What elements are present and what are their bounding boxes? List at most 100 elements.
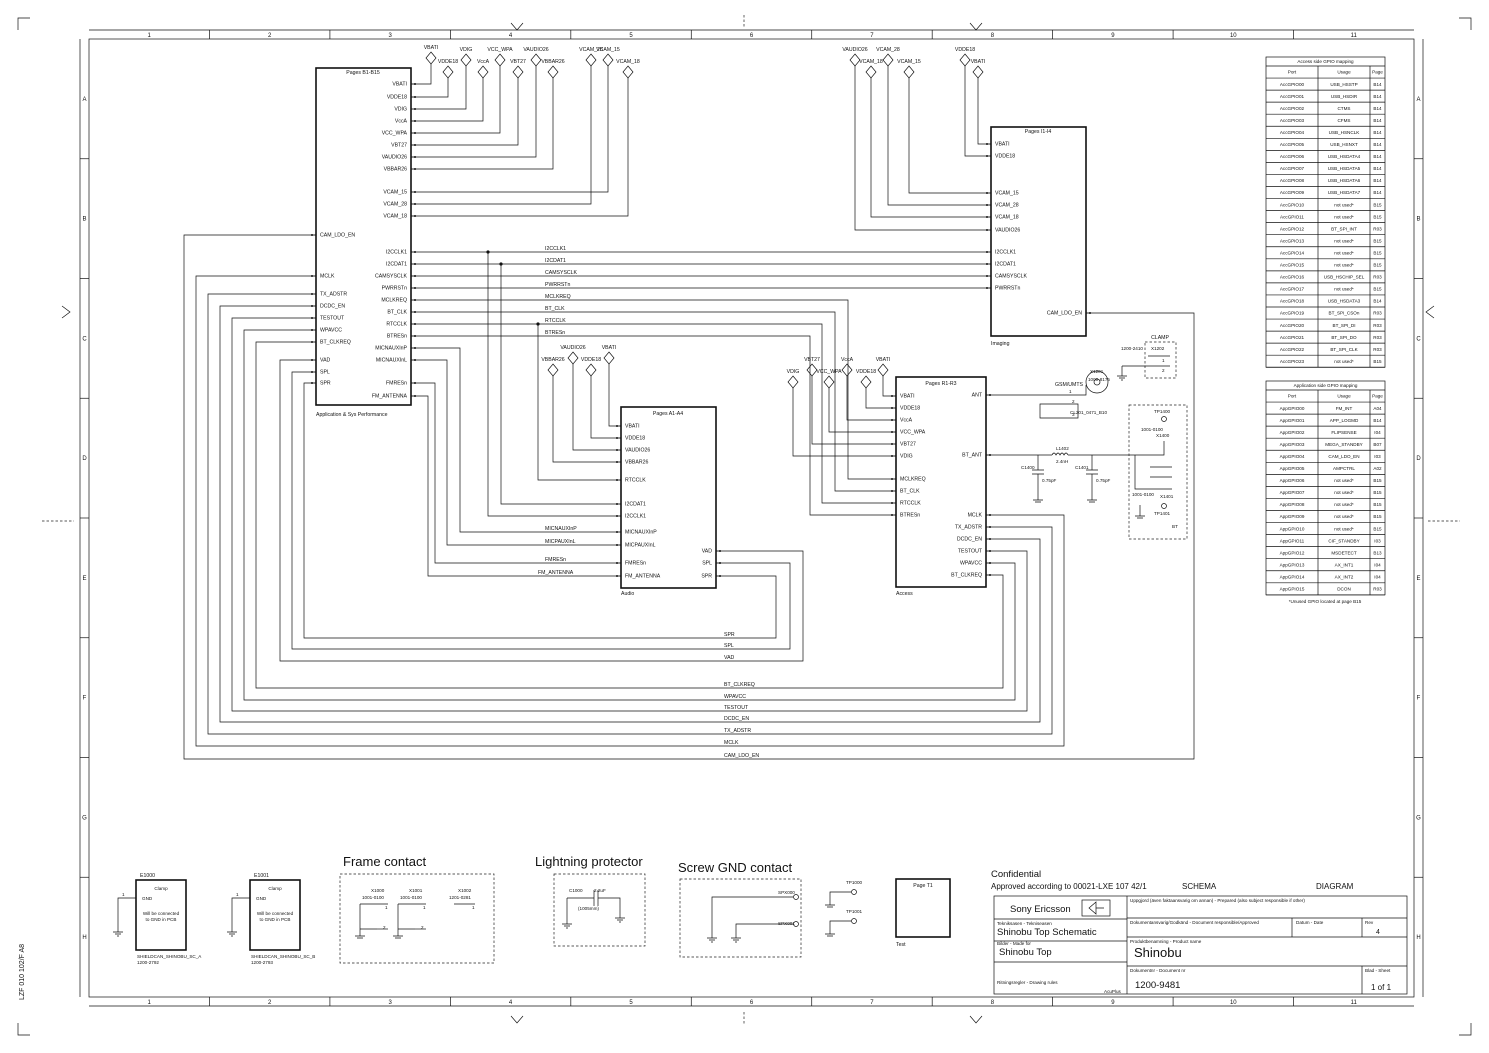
frame-pn-x1002: 1201-0281: [449, 895, 471, 900]
tbl-acc-cell: AccGPIO04: [1280, 130, 1305, 135]
acc-pin-rtcclk: RTCCLK: [900, 501, 921, 507]
block-test: Page T1 Test: [895, 878, 951, 948]
app-port-label-vbbar26: VBBAR26: [541, 59, 564, 65]
tb-designer-label: Tekniksasen - Tekniseasen: [997, 921, 1052, 926]
center-mark-bottom-right: [969, 1015, 983, 1024]
clamp-ref: X1202: [1151, 346, 1165, 351]
tbl-acc-cell: B14: [1373, 178, 1382, 183]
bt-label: BT: [1172, 524, 1178, 529]
tbl-acc-cell: R03: [1373, 347, 1382, 352]
tbl-acc-cell: AccGPIO18: [1280, 299, 1305, 304]
acc-pin-vcc-wpa: VCC_WPA: [900, 430, 926, 436]
tbl-acc-cell: AccGPIO20: [1280, 323, 1305, 328]
capacitor-c1400: [1032, 455, 1044, 503]
tbl-acc-cell: AccGPIO19: [1280, 311, 1305, 316]
test-block-title: Page T1: [913, 883, 933, 889]
tp-top: TP1400: [1154, 409, 1171, 414]
net-label-camsysclk: CAMSYSCLK: [545, 270, 578, 276]
tbl-acc-cell: R03: [1373, 323, 1382, 328]
tbl-acc-cell: B14: [1373, 190, 1382, 195]
img-port-label-vdde18: VDDE18: [955, 47, 975, 53]
tb-resp-label: Dokumentansvarig/Godkänd - Document resp…: [1130, 920, 1259, 925]
row-label-left: B: [82, 217, 86, 223]
tbl-app-cell: AMPCTRL: [1333, 466, 1355, 471]
img-port-vdde18: [959, 53, 971, 67]
tb-madefor-label: Bilder - Made for: [997, 941, 1031, 946]
img-port-vcam-15: [903, 65, 915, 79]
clamp-pn: 1200-2410: [1121, 346, 1143, 351]
net-label-fm-antenna: FM_ANTENNA: [538, 570, 574, 576]
app-port-label-vdig: VDIG: [460, 47, 473, 53]
tbl-app-cell: B14: [1373, 418, 1382, 423]
tb-sheet: 1 of 1: [1371, 983, 1392, 992]
inter-block-nets: I2CCLK1I2CDAT1CAMSYSCLKPWRRSTnMCLKREQBT_…: [183, 234, 1195, 760]
app-pin-spl: SPL: [320, 370, 330, 376]
aud-pin-vbbar26: VBBAR26: [625, 460, 648, 466]
acc-pin-bt-clkreq: BT_CLKREQ: [951, 573, 982, 579]
tbl-app-cell: AppGPIO03: [1280, 442, 1305, 447]
imaging-block-title: Pages I1-I4: [1025, 129, 1052, 135]
tbl-acc-cell: not used*: [1334, 250, 1354, 255]
row-label-right: E: [1416, 576, 1420, 582]
acc-pin-vbati: VBATI: [900, 394, 915, 400]
frame-contact-title: Frame contact: [343, 854, 426, 869]
aud-port-label-vbbar26: VBBAR26: [541, 357, 564, 363]
tbl-app-cell: I03: [1374, 538, 1381, 543]
img-pin-vcam-18: VCAM_18: [995, 215, 1019, 221]
tbl-app-cell: AppGPIO04: [1280, 454, 1305, 459]
tbl-app-cell: AppGPIO05: [1280, 466, 1305, 471]
tbl-acc-cell: AccGPIO14: [1280, 250, 1305, 255]
tbl-acc-cell: not used*: [1334, 287, 1354, 292]
tbl-app-cell: FLIPSENSE: [1331, 430, 1356, 435]
tbl-acc-header: Page: [1372, 70, 1383, 75]
tbl-app-cell: AX_INT1: [1335, 562, 1354, 567]
app-port-vcam-28: [585, 53, 597, 67]
aud-pin-fm-antenna: FM_ANTENNA: [625, 574, 661, 580]
net-label-fmresn: FMRESn: [545, 557, 566, 563]
app-pin-i2cclk1: I2CCLK1: [386, 250, 407, 256]
acc-pin-bt-ant: BT_ANT: [962, 453, 983, 459]
row-label-right: F: [1417, 696, 1421, 702]
tbl-acc-cell: B14: [1373, 94, 1382, 99]
app-port-vaudio26: [530, 53, 542, 67]
l-val: 2.4nH: [1056, 459, 1068, 464]
aud-pin-i2cclk1: I2CCLK1: [625, 514, 646, 520]
tbl-app-cell: I03: [1374, 454, 1381, 459]
center-mark-top-left: [510, 22, 524, 31]
tbl-acc-cell: not used*: [1334, 202, 1354, 207]
row-label-right: C: [1416, 336, 1421, 342]
acc-pin-ant: ANT: [972, 393, 983, 399]
net-label-testout: TESTOUT: [724, 705, 749, 711]
cap-val: 2.2uF: [594, 888, 606, 893]
acc-pin-mclk: MCLK: [968, 513, 983, 519]
power-ports: VBATIVDDE18VDIGVccAVCC_WPAVBT27VAUDIO26V…: [411, 45, 991, 463]
tbl-acc-cell: B14: [1373, 154, 1382, 159]
net-label-bt-clkreq: BT_CLKREQ: [724, 682, 755, 688]
aud-pin-i2cdat1: I2CDAT1: [625, 502, 646, 508]
tbl-acc-cell: AccGPIO05: [1280, 142, 1305, 147]
frame-pin1: 1: [385, 905, 388, 910]
col-label-top: 10: [1230, 33, 1237, 39]
app-pin-dcdc-en: DCDC_EN: [320, 304, 345, 310]
app-block-title: Pages B1-B15: [346, 70, 380, 76]
app-port-label-vcc-wpa: VCC_WPA: [487, 47, 513, 53]
coupler-label: CL201_0471_B10: [1070, 410, 1107, 415]
tb-madefor: Shinobu Top: [999, 947, 1052, 958]
aud-port-vbbar26: [547, 363, 559, 377]
tbl-app-cell: not used*: [1334, 526, 1354, 531]
acc-port-label-vdig: VDIG: [787, 369, 800, 375]
aud-port-vbati: [603, 351, 615, 365]
net-label-i2cclk1: I2CCLK1: [545, 246, 566, 252]
tbl-app-cell: AppGPIO12: [1280, 550, 1305, 555]
block-access: Pages R1-R3 Access VBATIVDDE18VccAVCC_WP…: [891, 376, 991, 597]
col-label-top: 8: [991, 33, 995, 39]
frame-pin1: 1: [423, 905, 426, 910]
col-label-bottom: 9: [1111, 1000, 1115, 1006]
e1001-pn: 1200-2793: [251, 960, 273, 965]
tbl-app-title: Application side GPIO mapping: [1294, 383, 1358, 388]
row-label-left: H: [82, 935, 86, 941]
app-pin-tx-adstr: TX_ADSTR: [320, 292, 347, 298]
tbl-acc-cell: R03: [1373, 226, 1382, 231]
